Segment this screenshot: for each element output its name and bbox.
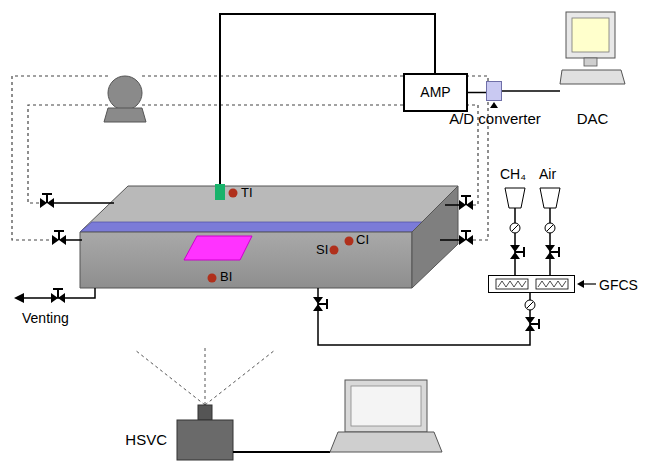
node-label: GFCS [599, 277, 638, 293]
laptop-icon [330, 380, 442, 452]
sensor-label: SI [316, 243, 328, 258]
gas-supply [313, 188, 596, 345]
sensor-label: TI [241, 186, 253, 201]
gas-label: Air [539, 166, 556, 182]
pump-symbol [104, 76, 146, 122]
venting-line [14, 288, 95, 303]
gas-label: CH₄ [500, 166, 526, 182]
outlet-label: Venting [22, 310, 69, 326]
computer-node: DAC [560, 12, 625, 96]
signal-cable [502, 90, 560, 92]
node-label: A/D converter [449, 110, 541, 127]
camera-view [135, 345, 275, 405]
sensor-label: BI [220, 270, 232, 285]
converter-box: A/D converter [486, 81, 502, 101]
amplifier-box: AMP [403, 73, 468, 112]
flow-controller-box: GFCS [488, 275, 575, 293]
valves [40, 194, 473, 245]
node-label: DAC [577, 110, 609, 127]
sensor-dots [208, 184, 354, 283]
signal-cable [468, 92, 486, 94]
node-label: HSVC [125, 431, 167, 448]
camera-icon [177, 405, 330, 460]
combustion-chamber [80, 186, 458, 288]
camera-node: HSVC [177, 420, 233, 460]
sensor-label: CI [356, 233, 369, 248]
pointer-arrow [490, 102, 498, 108]
computer-icon [560, 12, 625, 84]
node-label: AMP [420, 84, 450, 100]
